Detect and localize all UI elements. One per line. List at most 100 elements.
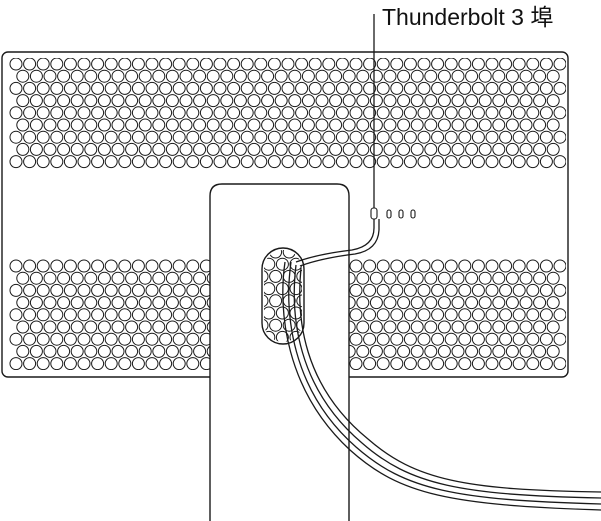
vent-hole — [376, 155, 390, 169]
vent-hole — [104, 130, 118, 144]
vent-hole — [77, 308, 91, 322]
vent-hole — [125, 69, 139, 83]
vent-hole — [9, 283, 23, 297]
vent-hole — [43, 271, 57, 285]
vent-hole — [512, 130, 526, 144]
vent-hole — [145, 308, 159, 322]
vent-hole — [526, 259, 540, 273]
vent-hole — [451, 344, 465, 358]
vent-hole — [471, 106, 485, 120]
vent-hole — [227, 155, 241, 169]
vent-hole — [349, 130, 363, 144]
vent-hole — [444, 308, 458, 322]
vent-hole — [390, 155, 404, 169]
vent-hole — [50, 106, 64, 120]
vent-hole — [213, 106, 227, 120]
vent-hole — [275, 257, 289, 271]
vent-hole — [29, 344, 43, 358]
vent-hole — [553, 155, 566, 169]
vent-hole — [36, 106, 50, 120]
vent-hole — [16, 344, 30, 358]
vent-hole — [424, 69, 438, 83]
vent-hole — [186, 58, 200, 71]
vent-hole — [410, 271, 424, 285]
vent-hole — [172, 58, 186, 71]
vent-hole — [36, 283, 50, 297]
vent-hole — [363, 357, 377, 370]
vent-hole — [315, 69, 329, 83]
vent-hole — [23, 81, 37, 95]
vent-hole — [546, 344, 560, 358]
vent-hole — [261, 142, 275, 156]
vent-hole — [29, 271, 43, 285]
vent-hole — [417, 106, 431, 120]
vent-hole — [519, 69, 533, 83]
vent-hole — [301, 118, 315, 132]
vent-hole — [36, 58, 50, 71]
vent-hole — [308, 106, 322, 120]
vent-hole — [63, 308, 77, 322]
vent-hole — [424, 296, 438, 310]
vent-hole — [50, 259, 64, 273]
vent-hole — [193, 118, 207, 132]
vent-hole — [91, 283, 105, 297]
vent-hole — [23, 155, 37, 169]
vent-hole — [199, 81, 213, 95]
vent-hole — [315, 94, 329, 108]
vent-hole — [471, 357, 485, 370]
vent-hole — [492, 320, 506, 334]
vent-hole — [499, 130, 513, 144]
vent-hole — [165, 118, 179, 132]
vent-hole — [63, 283, 77, 297]
vent-hole — [465, 296, 479, 310]
vent-hole — [403, 259, 417, 273]
vent-hole — [125, 271, 139, 285]
vent-hole — [376, 308, 390, 322]
vent-hole — [431, 357, 445, 370]
vent-hole — [131, 357, 145, 370]
vent-hole — [390, 81, 404, 95]
vent-hole — [376, 130, 390, 144]
vent-hole — [335, 106, 349, 120]
vent-hole — [186, 308, 200, 322]
vent-hole — [437, 142, 451, 156]
vent-hole — [390, 283, 404, 297]
vent-hole — [485, 283, 499, 297]
vent-hole — [111, 142, 125, 156]
vent-hole — [539, 130, 553, 144]
vent-hole — [308, 81, 322, 95]
vent-hole — [16, 271, 30, 285]
vent-hole — [282, 318, 296, 332]
vent-hole — [512, 283, 526, 297]
vent-hole — [118, 130, 132, 144]
vent-hole — [23, 357, 37, 370]
vent-hole — [444, 155, 458, 169]
vent-hole — [390, 332, 404, 346]
vent-hole — [431, 283, 445, 297]
vent-hole — [274, 94, 288, 108]
vent-hole — [84, 142, 98, 156]
vent-hole — [471, 332, 485, 346]
vent-hole — [152, 142, 166, 156]
vent-hole — [397, 142, 411, 156]
vent-hole — [437, 118, 451, 132]
vent-hole — [57, 344, 71, 358]
vent-hole — [322, 58, 336, 71]
vent-hole — [356, 296, 370, 310]
vent-hole — [296, 294, 302, 308]
vent-hole — [410, 320, 424, 334]
vent-hole — [369, 296, 383, 310]
vent-hole — [519, 320, 533, 334]
vent-hole — [546, 142, 560, 156]
vent-hole — [267, 155, 281, 169]
stand — [209, 183, 350, 521]
vent-hole — [295, 58, 309, 71]
vent-hole — [57, 142, 71, 156]
vent-hole — [546, 320, 560, 334]
vent-hole — [29, 69, 43, 83]
vent-hole — [417, 155, 431, 169]
vent-hole — [349, 332, 363, 346]
vent-hole — [9, 332, 23, 346]
vent-hole — [91, 308, 105, 322]
vent-hole — [29, 118, 43, 132]
